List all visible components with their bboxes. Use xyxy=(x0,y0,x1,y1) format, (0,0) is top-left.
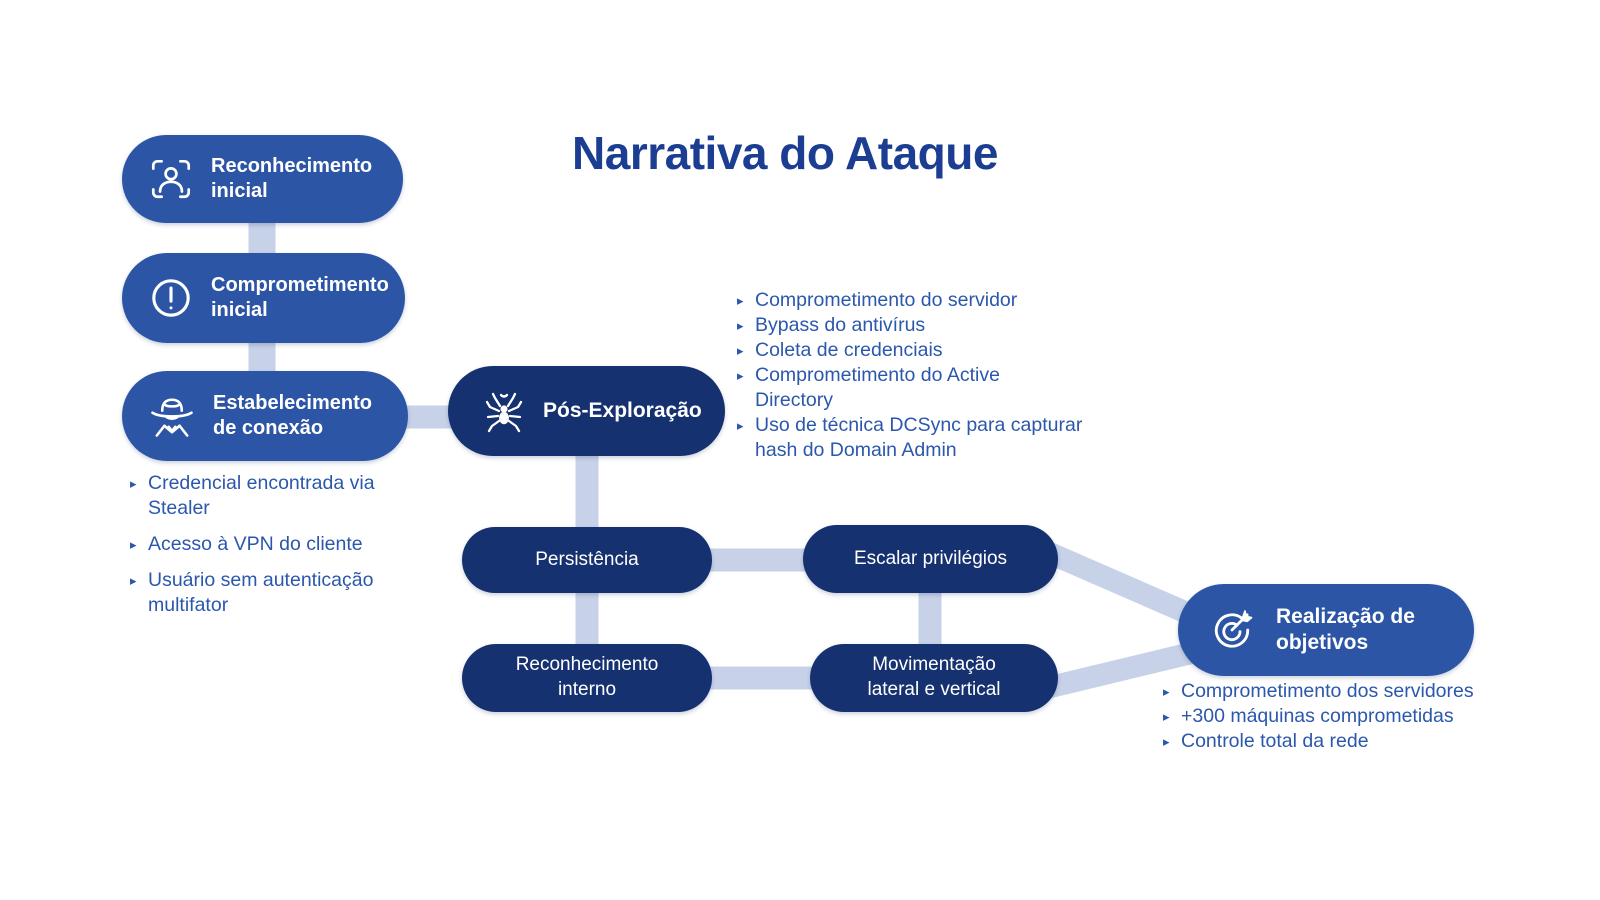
node-escalar-privilegios: Escalar privilégios xyxy=(803,525,1058,593)
bullet-icon: ▸ xyxy=(1163,684,1170,699)
bullet-icon: ▸ xyxy=(130,573,137,588)
bullet-icon: ▸ xyxy=(1163,709,1170,724)
list-item: ▸Uso de técnica DCSync para capturar has… xyxy=(737,414,1083,461)
list-item: ▸Coleta de credenciais xyxy=(737,339,943,361)
list-item: ▸Comprometimento dos servidores xyxy=(1163,680,1474,702)
spy-icon xyxy=(146,390,198,442)
list-item: ▸Controle total da rede xyxy=(1163,730,1369,752)
target-arrow-icon xyxy=(1206,604,1258,656)
list-item: ▸Comprometimento do Active Directory xyxy=(737,364,1000,411)
bullet-icon: ▸ xyxy=(130,476,137,491)
node-label: Estabelecimento de conexão xyxy=(213,392,372,439)
node-label: Movimentação lateral e vertical xyxy=(867,654,1001,700)
node-reconhecimento-interno: Reconhecimento interno xyxy=(462,644,712,712)
page-title: Narrativa do Ataque xyxy=(572,127,998,179)
node-movimentacao-lateral: Movimentação lateral e vertical xyxy=(810,644,1058,712)
node-reconhecimento-inicial: Reconhecimento inicial xyxy=(122,135,403,223)
alert-circle-icon xyxy=(146,273,196,323)
list-item: ▸Usuário sem autenticação multifator xyxy=(130,569,374,616)
node-pos-exploracao: Pós-Exploração xyxy=(448,366,725,456)
bullet-icon: ▸ xyxy=(737,343,744,358)
estabelecimento-notes-list: ▸Credencial encontrada via Stealer ▸Aces… xyxy=(130,471,400,618)
objetivos-notes-list: ▸Comprometimento dos servidores ▸+300 má… xyxy=(1163,679,1523,754)
list-item: ▸Bypass do antivírus xyxy=(737,314,926,336)
bullet-icon: ▸ xyxy=(130,537,137,552)
node-estabelecimento-conexao: Estabelecimento de conexão xyxy=(122,371,408,461)
bullet-icon: ▸ xyxy=(737,293,744,308)
node-label: Escalar privilégios xyxy=(853,547,1008,569)
bullet-icon: ▸ xyxy=(737,418,744,433)
list-item: ▸Comprometimento do servidor xyxy=(737,289,1018,311)
node-label: Reconhecimento interno xyxy=(515,654,659,700)
node-label: Reconhecimento inicial xyxy=(211,155,373,202)
node-realizacao-objetivos: Realização de objetivos xyxy=(1178,584,1474,676)
connector-escalar-realizacao xyxy=(1033,537,1213,633)
bullet-icon: ▸ xyxy=(737,318,744,333)
node-comprometimento-inicial: Comprometimento inicial xyxy=(122,253,405,343)
connector-movimentacao-realizacao xyxy=(1035,638,1211,701)
node-label: Comprometimento inicial xyxy=(211,274,389,321)
list-item: ▸+300 máquinas comprometidas xyxy=(1163,705,1454,727)
node-label: Persistência xyxy=(535,548,639,570)
node-label: Pós-Exploração xyxy=(543,398,702,422)
bullet-icon: ▸ xyxy=(737,368,744,383)
list-item: ▸Acesso à VPN do cliente xyxy=(130,533,363,555)
spider-icon xyxy=(480,387,528,435)
user-scan-icon xyxy=(146,154,196,204)
node-label: Realização de objetivos xyxy=(1276,604,1415,654)
list-item: ▸Credencial encontrada via Stealer xyxy=(130,472,375,519)
node-persistencia: Persistência xyxy=(462,527,712,593)
pos-exploracao-notes-list: ▸Comprometimento do servidor ▸Bypass do … xyxy=(737,288,1137,463)
bullet-icon: ▸ xyxy=(1163,734,1170,749)
